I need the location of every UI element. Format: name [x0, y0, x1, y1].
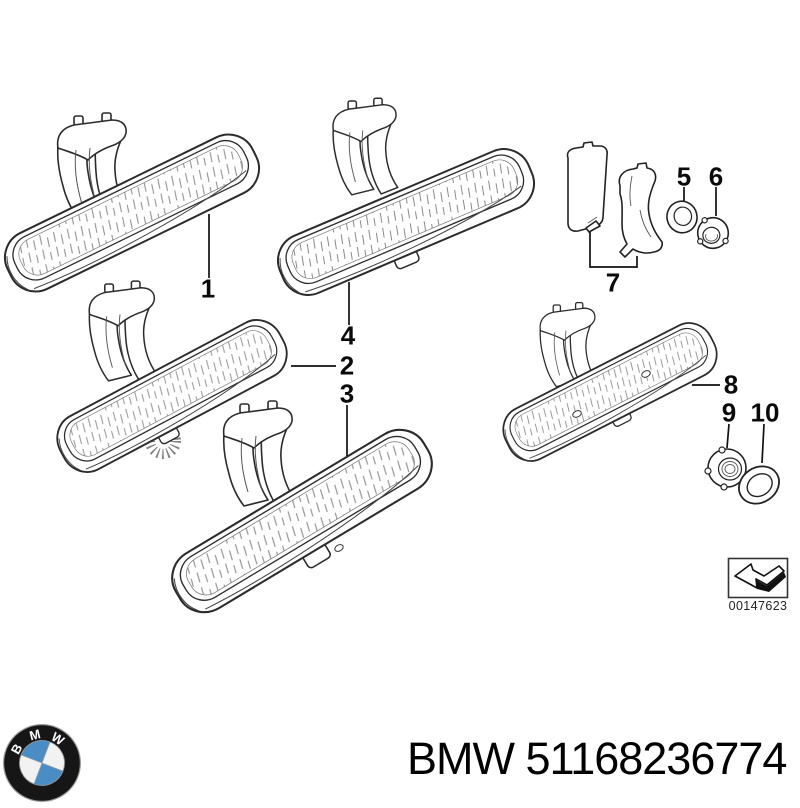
mirror-drawing-4: [277, 148, 535, 296]
callout-5: 5: [676, 161, 692, 192]
sensor-dot: [641, 370, 651, 378]
sensor-dot: [334, 544, 344, 552]
mirror-drawing-2: [56, 319, 288, 473]
sensor-dot: [572, 410, 582, 418]
mirror-drawing-3: [171, 428, 433, 614]
mirror-3-stem: [222, 400, 295, 507]
callout-1: 1: [200, 273, 216, 304]
bmw-logo-letter-m: M: [28, 726, 42, 743]
reference-box: [727, 557, 789, 599]
callout-4: 4: [340, 320, 356, 351]
callout-9: 9: [721, 397, 737, 428]
part-10-ring: [738, 465, 780, 505]
part-7-cover-left: [566, 141, 608, 233]
part-number-text: BMW 51168236774: [407, 733, 787, 784]
callout-8: 8: [723, 369, 739, 400]
diagram-reference-code: 00147623: [728, 599, 788, 613]
callout-7: 7: [605, 267, 621, 298]
mirror-2-stem: [88, 280, 157, 382]
callout-3: 3: [339, 378, 355, 409]
bmw-logo: B M W: [2, 723, 82, 803]
part-5-ring: [666, 200, 698, 234]
callout-2: 2: [339, 350, 355, 381]
mirror-drawing-1: [3, 133, 261, 293]
callout-6: 6: [708, 161, 724, 192]
direction-arrow-icon: [734, 563, 786, 592]
callout-10: 10: [750, 397, 780, 428]
callout-7-bracket: [589, 232, 638, 268]
callout-leader-lines: [208, 187, 765, 464]
part-6-cap: [696, 216, 730, 250]
part-9-knob: [704, 446, 747, 491]
mirror-4-stem: [332, 97, 399, 196]
part-7-cover-right: [618, 162, 663, 258]
mirror-drawing-8: [502, 322, 718, 462]
